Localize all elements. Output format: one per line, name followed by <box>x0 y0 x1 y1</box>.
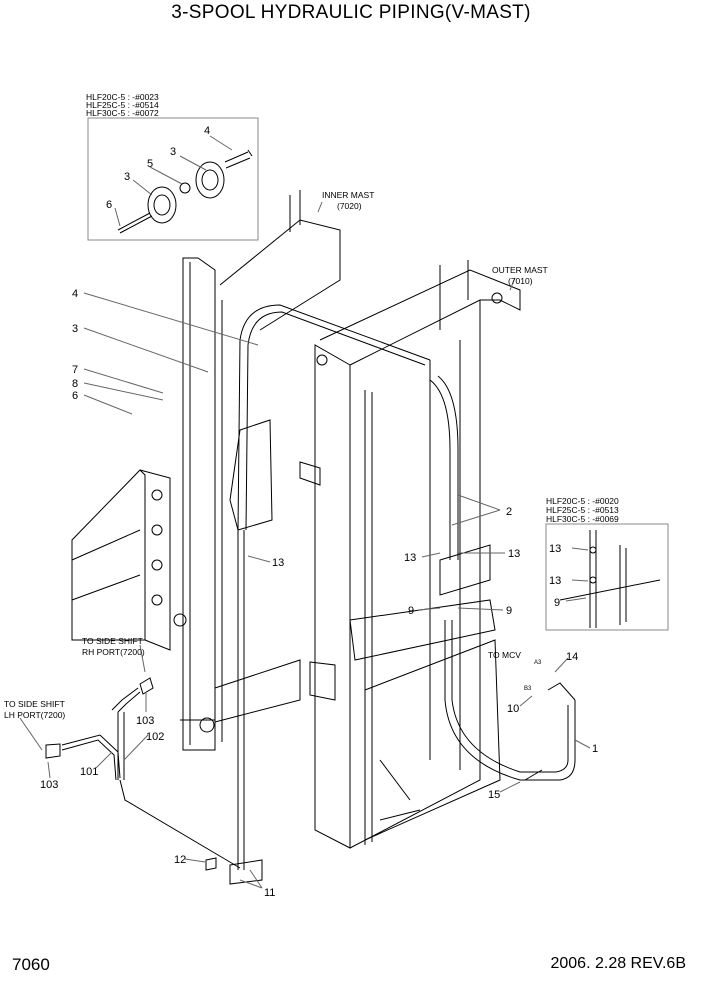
callout-3: 3 <box>72 323 78 335</box>
inset-top-serial-1: HLF20C-5 : -#0023 <box>86 92 159 102</box>
inset-right-serial-1: HLF20C-5 : -#0020 <box>546 496 619 506</box>
outer-mast-label: OUTER MAST <box>492 265 548 275</box>
inner-mast-ref: (7020) <box>337 201 362 211</box>
to-side-shift-lh-label: TO SIDE SHIFT <box>4 699 65 709</box>
inner-mast-label: INNER MAST <box>322 190 374 200</box>
port-b3-label: B3 <box>524 686 532 692</box>
callout-13: 13 <box>549 575 561 587</box>
callout-4: 4 <box>72 288 78 300</box>
callout-13: 13 <box>404 552 416 564</box>
callout-5: 5 <box>147 158 153 170</box>
callout-3: 3 <box>170 146 176 158</box>
callout-4: 4 <box>204 125 210 137</box>
callout-2: 2 <box>506 506 512 518</box>
callout-11: 11 <box>264 887 275 899</box>
callout-14: 14 <box>566 651 578 663</box>
inset-right-serial-3: HLF30C-5 : -#0069 <box>546 514 619 524</box>
carriage <box>71 469 187 651</box>
cross-member <box>349 599 496 661</box>
callout-103: 103 <box>136 715 154 727</box>
callout-6: 6 <box>72 390 78 402</box>
inset-right-serial-2: HLF25C-5 : -#0513 <box>546 505 619 515</box>
inset-right: HLF20C-5 : -#0020 HLF25C-5 : -#0513 HLF3… <box>545 496 669 631</box>
to-mcv-label: TO MCV <box>488 650 521 660</box>
callout-6: 6 <box>106 199 112 211</box>
inset-top: HLF20C-5 : -#0023 HLF25C-5 : -#0514 HLF3… <box>86 92 259 241</box>
elbow-fitting <box>45 743 61 759</box>
roller <box>199 717 215 733</box>
page-number: 7060 <box>12 955 50 974</box>
callout-3: 3 <box>124 171 130 183</box>
elbow-fitting <box>139 677 154 695</box>
spacer-ring <box>179 182 191 194</box>
inset-top-serial-2: HLF25C-5 : -#0514 <box>86 100 159 110</box>
hydraulic-hoses <box>237 304 576 870</box>
to-side-shift-rh-label: TO SIDE SHIFT <box>82 636 143 646</box>
inset-top-serial-3: HLF30C-5 : -#0072 <box>86 108 159 118</box>
port-a3-label: A3 <box>534 660 542 666</box>
callout-13: 13 <box>508 548 520 560</box>
callout-labels: 4 3 7 8 6 INNER MAST (7020) OUTER MAST (… <box>4 190 598 899</box>
callout-13: 13 <box>549 543 561 555</box>
inner-mast <box>180 190 341 751</box>
callout-7: 7 <box>72 364 78 376</box>
callout-101: 101 <box>80 766 98 778</box>
callout-12: 12 <box>174 854 186 866</box>
bolt <box>117 212 153 234</box>
callout-15: 15 <box>488 789 500 801</box>
bottom-fittings <box>205 857 263 885</box>
callout-10: 10 <box>507 703 519 715</box>
leader-lines <box>19 201 591 889</box>
date-revision: 2006. 2.28 REV.6B <box>550 955 686 972</box>
side-shift-piping <box>45 677 241 869</box>
callout-1: 1 <box>592 743 598 755</box>
outer-mast-ref: (7010) <box>508 276 533 286</box>
page-title: 3-SPOOL HYDRAULIC PIPING(V-MAST) <box>171 2 531 23</box>
callout-9: 9 <box>506 605 512 617</box>
callout-103: 103 <box>40 779 58 791</box>
callout-13: 13 <box>272 557 284 569</box>
lh-port-label: LH PORT(7200) <box>4 710 65 720</box>
callout-9: 9 <box>408 605 414 617</box>
callout-8: 8 <box>72 378 78 390</box>
callout-102: 102 <box>146 731 164 743</box>
pin-shaft <box>224 149 253 169</box>
sheave-pulley <box>195 161 225 199</box>
sheave-pulley <box>147 186 177 224</box>
callout-9: 9 <box>554 597 560 609</box>
rh-port-label: RH PORT(7200) <box>82 647 145 657</box>
